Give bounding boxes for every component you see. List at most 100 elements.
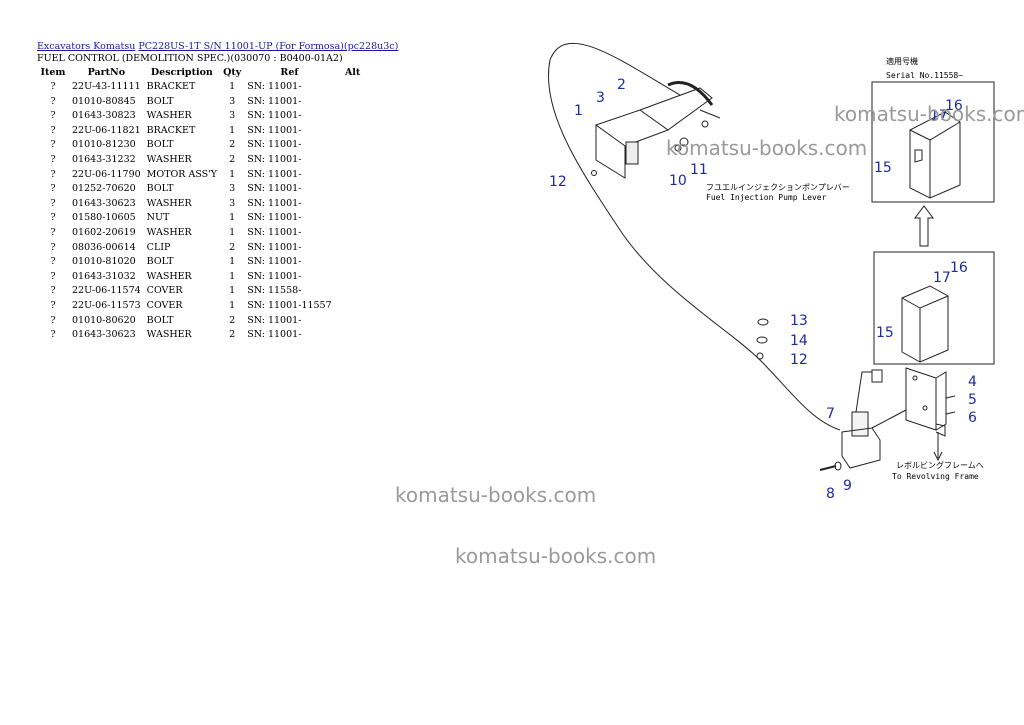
cell-partno: 22U-06-11790: [72, 168, 141, 180]
cell-ref: SN: 11001-: [247, 329, 302, 341]
cell-description: BOLT: [146, 95, 174, 107]
cell-qty: 1: [229, 256, 236, 268]
cell-qty: 3: [229, 183, 236, 195]
cell-description: WASHER: [146, 153, 192, 165]
cell-item: ?: [50, 197, 56, 209]
cell-partno: 01602-20619: [72, 226, 136, 238]
cell-ref: SN: 11001-: [247, 241, 302, 253]
cell-partno: 01643-31232: [72, 153, 136, 165]
callout-16-lower: 16: [950, 260, 968, 276]
cell-ref: SN: 11558-: [247, 285, 302, 297]
cell-item: ?: [50, 139, 56, 151]
breadcrumb-link-brand[interactable]: Excavators Komatsu: [37, 41, 136, 52]
cell-ref: SN: 11001-: [247, 139, 302, 151]
callout-14: 14: [790, 333, 808, 349]
cell-partno: 01010-81020: [72, 256, 136, 268]
cell-qty: 1: [229, 285, 236, 297]
cell-item: ?: [50, 95, 56, 107]
clip-upper: [591, 170, 597, 176]
cell-partno: 01643-30623: [72, 329, 136, 341]
lever-bracket-assembly: [594, 81, 721, 179]
washer-14: [756, 336, 768, 344]
cell-item: ?: [50, 124, 56, 136]
callout-16-upper: 16: [945, 98, 963, 114]
parts-table: Item PartNo Description Qty Ref Alt ?22U…: [37, 66, 371, 343]
cell-item: ?: [50, 314, 56, 326]
cell-qty: 3: [229, 197, 236, 209]
cell-ref: SN: 11001-: [247, 270, 302, 282]
callout-12-lower: 12: [790, 352, 808, 368]
cell-alt: [335, 182, 371, 197]
cell-alt: [335, 124, 371, 139]
cover-box-lower: [873, 251, 995, 365]
control-cable: [548, 42, 841, 431]
cell-item: ?: [50, 241, 56, 253]
cell-alt: [335, 80, 371, 95]
fuel-lever-label-jp: フユエルインジェクションポンプレバー: [706, 183, 850, 192]
cell-partno: 01010-81230: [72, 139, 136, 151]
breadcrumb: Excavators Komatsu PC228US-1T S/N 11001-…: [37, 40, 398, 53]
serial-label-jp: 適用号機: [886, 56, 918, 66]
cell-item: ?: [50, 153, 56, 165]
callout-15-lower: 15: [876, 325, 894, 341]
col-partno-header: PartNo: [87, 67, 126, 78]
parts-diagram: 1 2 3 10 11 12 13 14 12 16 17 15 16 17 1…: [548, 42, 995, 502]
cell-item: ?: [50, 299, 56, 311]
cell-description: WASHER: [146, 110, 192, 122]
cell-alt: [335, 138, 371, 153]
cell-description: BOLT: [146, 183, 174, 195]
cell-description: COVER: [146, 299, 183, 311]
cell-qty: 3: [229, 95, 236, 107]
cell-description: WASHER: [146, 197, 192, 209]
cell-alt: [335, 153, 371, 168]
cell-alt: [335, 314, 371, 329]
callout-9: 9: [843, 478, 852, 494]
callout-13: 13: [790, 313, 808, 329]
cell-alt: [335, 226, 371, 241]
cell-partno: 01010-80845: [72, 95, 136, 107]
clip-12: [756, 352, 764, 360]
cell-ref: SN: 11001-: [247, 226, 302, 238]
callout-5: 5: [968, 392, 977, 408]
cell-item: ?: [50, 81, 56, 92]
frame-label-en: To Revolving Frame: [892, 472, 979, 481]
motor-assembly: [841, 369, 907, 469]
cell-item: ?: [50, 168, 56, 180]
callout-1: 1: [574, 103, 583, 119]
cell-description: WASHER: [146, 329, 192, 341]
callout-7: 7: [826, 406, 835, 422]
cell-ref: SN: 11001-: [247, 153, 302, 165]
cell-partno: 01580-10605: [72, 212, 136, 224]
cell-qty: 2: [229, 241, 236, 253]
breadcrumb-link-model[interactable]: PC228US-1T S/N 11001-UP (For Formosa)(pc…: [138, 41, 399, 52]
fuel-lever-label-en: Fuel Injection Pump Lever: [706, 193, 827, 202]
cell-description: WASHER: [146, 270, 192, 282]
cell-ref: SN: 11001-: [247, 212, 302, 224]
callout-17-upper: 17: [930, 108, 948, 124]
cell-partno: 22U-06-11573: [72, 299, 141, 311]
cell-qty: 1: [229, 168, 236, 180]
cell-qty: 2: [229, 153, 236, 165]
cell-qty: 1: [229, 81, 236, 92]
callout-3: 3: [596, 90, 605, 106]
col-ref-header: Ref: [280, 67, 299, 78]
col-item-header: Item: [40, 67, 66, 78]
table-header-row: Item PartNo Description Qty Ref Alt: [37, 66, 371, 80]
callout-12-upper: 12: [549, 174, 567, 190]
frame-label-jp: レボルビングフレームへ: [896, 460, 984, 470]
callout-2: 2: [617, 77, 626, 93]
callout-15-upper: 15: [874, 160, 892, 176]
